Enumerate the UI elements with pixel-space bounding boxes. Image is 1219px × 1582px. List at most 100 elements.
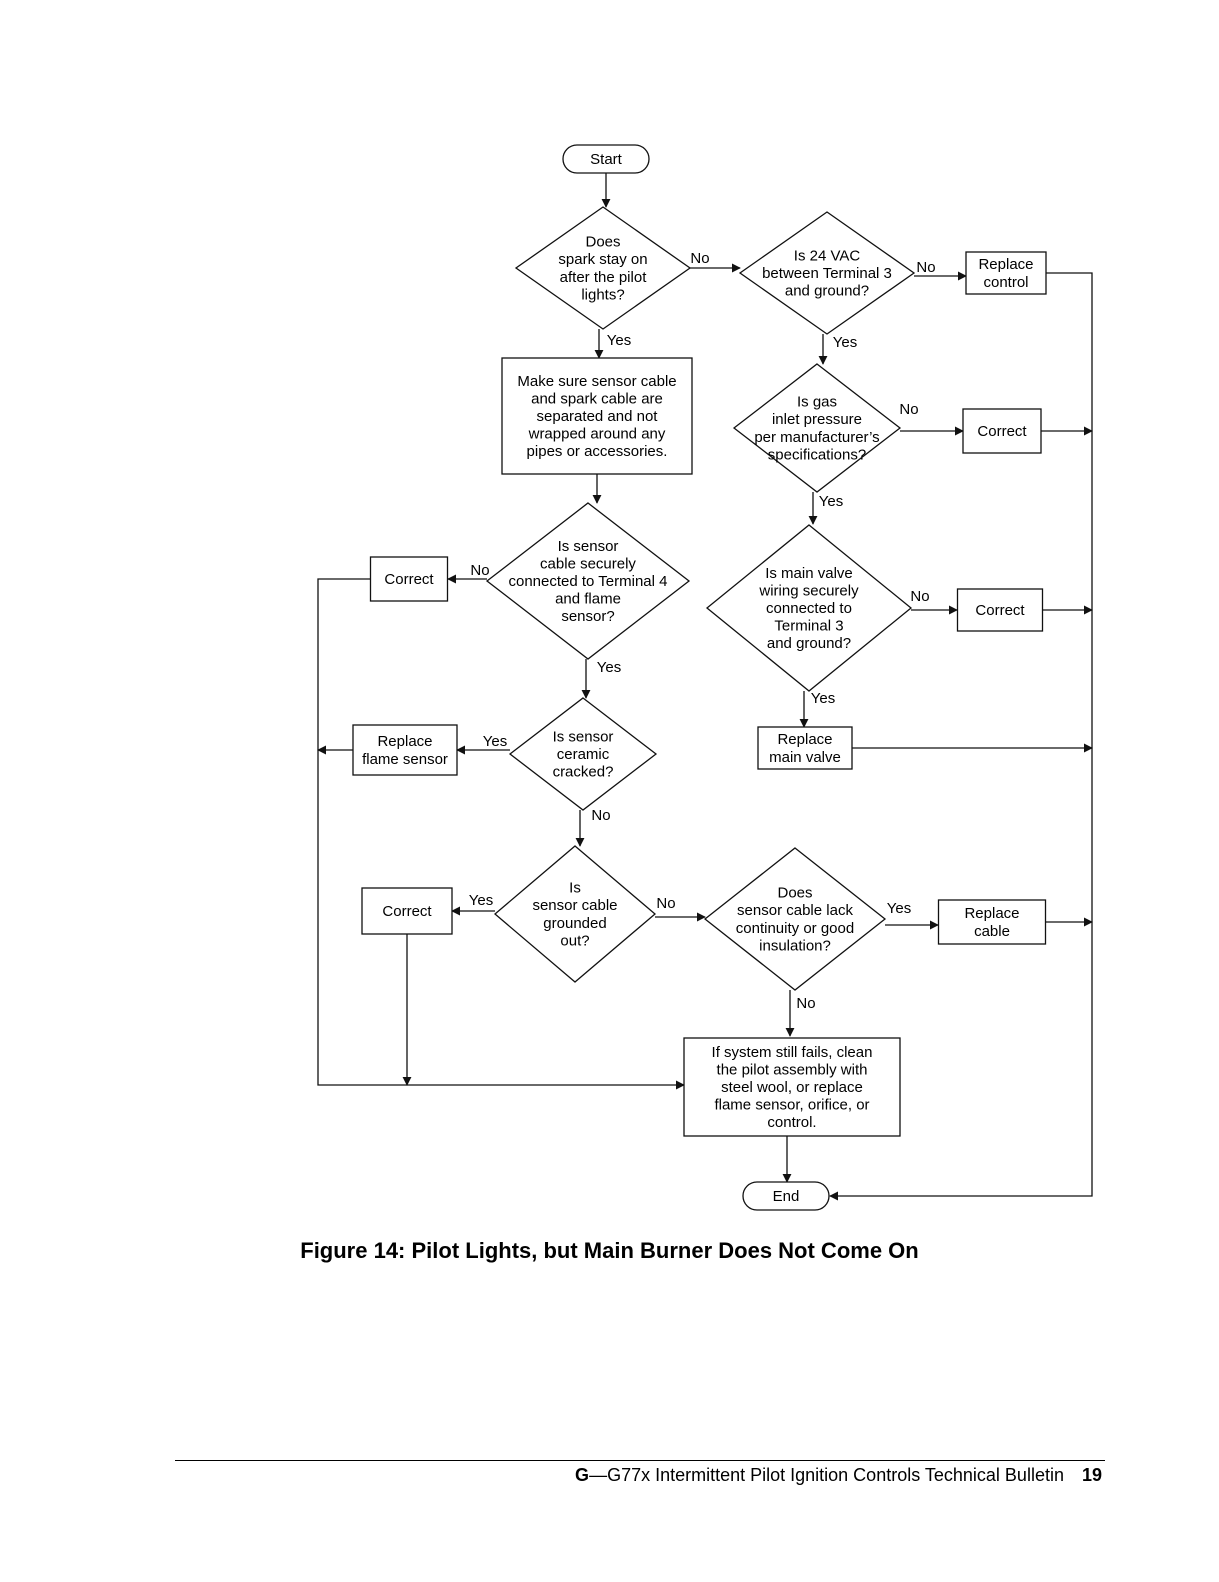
node-text-line: Start	[590, 151, 623, 168]
node-text-line: Replace	[777, 731, 832, 748]
node-text-line: flame sensor	[362, 751, 448, 768]
node-correct-valve: Correct	[956, 588, 1044, 632]
node-text-line: main valve	[769, 749, 841, 766]
node-text-line: Is gas	[797, 394, 837, 411]
node-correct-ground: Correct	[361, 887, 453, 935]
footer-brand: G	[575, 1465, 590, 1485]
node-text-line: If system still fails, clean	[712, 1044, 873, 1061]
node-text-line: sensor cable	[532, 897, 617, 914]
decision-diamond	[732, 363, 902, 493]
decision-diamond	[485, 502, 691, 660]
node-text-line: Correct	[975, 602, 1025, 619]
decision-diamond	[705, 524, 913, 692]
node-text-line: Is main valve	[765, 565, 853, 582]
node-text-line: after the pilot	[560, 269, 648, 286]
node-text-line: Is	[569, 880, 581, 897]
decision-diamond	[738, 211, 916, 335]
node-correct-cable: Correct	[369, 556, 449, 602]
node-text-line: Does	[585, 234, 620, 251]
edge-label-no: No	[910, 588, 929, 605]
node-text-line: ceramic	[557, 746, 610, 763]
decision-diamond	[514, 206, 692, 330]
node-text-line: connected to Terminal 4	[509, 573, 668, 590]
footer-dash: —	[589, 1465, 608, 1485]
node-end: End	[742, 1181, 830, 1211]
node-text-line: grounded	[543, 915, 606, 932]
page-footer: G—G77x Intermittent Pilot Ignition Contr…	[575, 1465, 1102, 1486]
edge-label-no: No	[690, 250, 709, 267]
process-box	[937, 899, 1047, 945]
node-text-line: cracked?	[553, 764, 614, 781]
node-text-line: cable	[974, 923, 1010, 940]
decision-diamond	[508, 697, 658, 811]
node-text-line: control.	[767, 1114, 816, 1131]
edge-label-no: No	[916, 259, 935, 276]
process-box	[361, 887, 453, 935]
footer-rule	[175, 1460, 1105, 1461]
node-text-line: Correct	[977, 423, 1027, 440]
edge-label-yes: Yes	[469, 892, 493, 909]
node-text-line: inlet pressure	[772, 411, 862, 428]
edge-label-yes: Yes	[811, 690, 835, 707]
connector-arrow	[829, 272, 1093, 1201]
edge-label-yes: Yes	[597, 659, 621, 676]
node-text-line: control	[983, 274, 1028, 291]
figure-caption: Figure 14: Pilot Lights, but Main Burner…	[300, 1238, 919, 1263]
node-text-line: Correct	[384, 571, 434, 588]
node-text-line: flame sensor, orifice, or	[714, 1097, 869, 1114]
node-text-line: sensor?	[561, 608, 614, 625]
edge-label-yes: Yes	[819, 493, 843, 510]
process-box	[962, 408, 1042, 454]
node-text-line: specifications?	[768, 446, 866, 463]
process-box	[369, 556, 449, 602]
edge-label-no: No	[591, 807, 610, 824]
node-text-line: wiring securely	[758, 582, 859, 599]
node-text-line: continuity or good	[736, 920, 854, 937]
node-text-line: wrapped around any	[528, 426, 666, 443]
node-text-line: cable securely	[540, 555, 636, 572]
node-text-line: the pilot assembly with	[717, 1061, 868, 1078]
footer-title: G77x Intermittent Pilot Ignition Control…	[607, 1465, 1064, 1485]
node-text-line: Is sensor	[558, 538, 619, 555]
connector-arrow	[317, 578, 685, 1090]
node-text-line: Correct	[382, 903, 432, 920]
node-text-line: Make sure sensor cable	[517, 373, 676, 390]
node-text-line: separated and not	[537, 408, 659, 425]
node-text-line: sensor cable lack	[737, 902, 853, 919]
node-text-line: and ground?	[785, 283, 869, 300]
terminal-shape	[742, 1181, 830, 1211]
node-text-line: lights?	[581, 286, 624, 303]
process-box	[501, 357, 693, 475]
node-text-line: spark stay on	[558, 251, 647, 268]
node-text-line: steel wool, or replace	[721, 1079, 863, 1096]
node-text-line: Terminal 3	[774, 618, 843, 635]
node-text-line: and ground?	[767, 635, 851, 652]
node-text-line: Does	[777, 885, 812, 902]
process-box	[757, 726, 853, 770]
edge-label-yes: Yes	[887, 900, 911, 917]
process-box	[352, 724, 458, 776]
footer-page-number: 19	[1081, 1465, 1102, 1485]
edge-label-no: No	[796, 995, 815, 1012]
terminal-shape	[562, 144, 650, 174]
node-text-line: insulation?	[759, 937, 831, 954]
node-text-line: and spark cable are	[531, 390, 663, 407]
node-text-line: connected to	[766, 600, 852, 617]
process-box	[683, 1037, 901, 1137]
node-text-line: End	[773, 1188, 800, 1205]
edge-label-no: No	[470, 562, 489, 579]
decision-diamond	[493, 845, 657, 983]
node-text-line: Replace	[964, 905, 1019, 922]
